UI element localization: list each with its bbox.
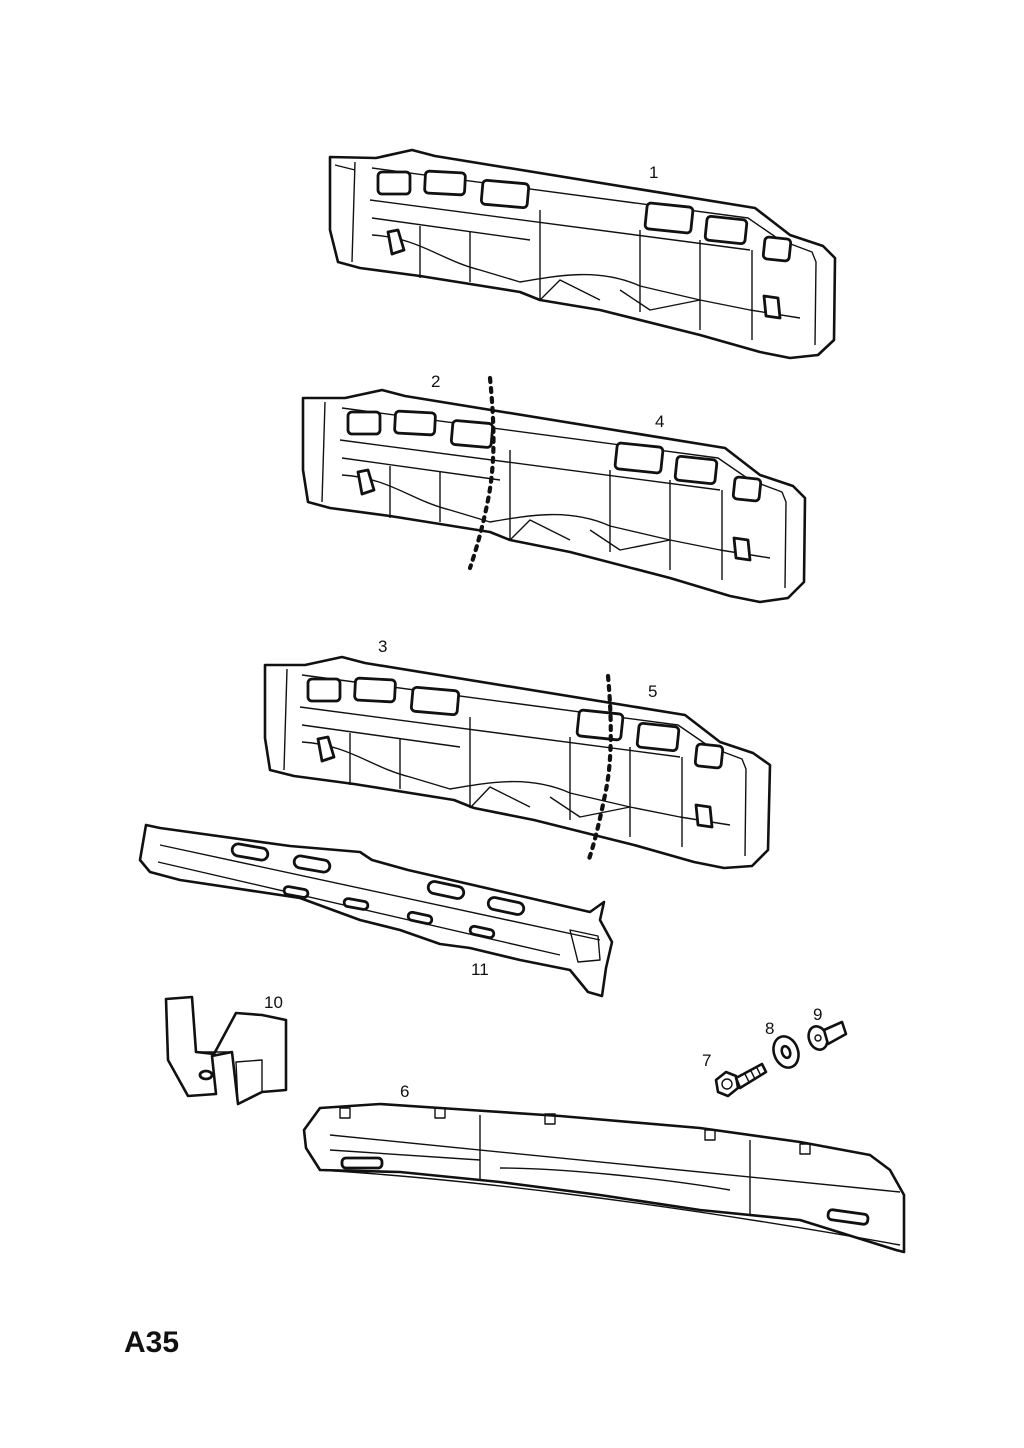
callout-8: 8 — [765, 1019, 774, 1038]
callout-1: 1 — [649, 163, 658, 182]
callout-3: 3 — [378, 637, 387, 656]
callout-4: 4 — [655, 412, 664, 431]
part-3-5-rear-panel-section — [263, 655, 772, 870]
part-11-cross-member — [138, 823, 614, 998]
part-10-bracket — [164, 995, 288, 1106]
part-7-bolt — [714, 1062, 768, 1098]
part-1-rear-panel — [328, 148, 837, 360]
callout-5: 5 — [648, 682, 657, 701]
callout-11: 11 — [471, 960, 489, 979]
callout-6: 6 — [400, 1082, 409, 1101]
callout-10: 10 — [264, 993, 283, 1012]
part-6-sill-panel — [302, 1102, 906, 1254]
part-8-washer — [772, 1035, 800, 1069]
page-code-label: A35 — [124, 1326, 179, 1359]
callout-7: 7 — [702, 1051, 711, 1070]
callout-9: 9 — [813, 1005, 822, 1024]
part-9-screw — [807, 1020, 848, 1051]
part-2-4-rear-panel-section — [301, 375, 807, 604]
callout-2: 2 — [431, 372, 440, 391]
